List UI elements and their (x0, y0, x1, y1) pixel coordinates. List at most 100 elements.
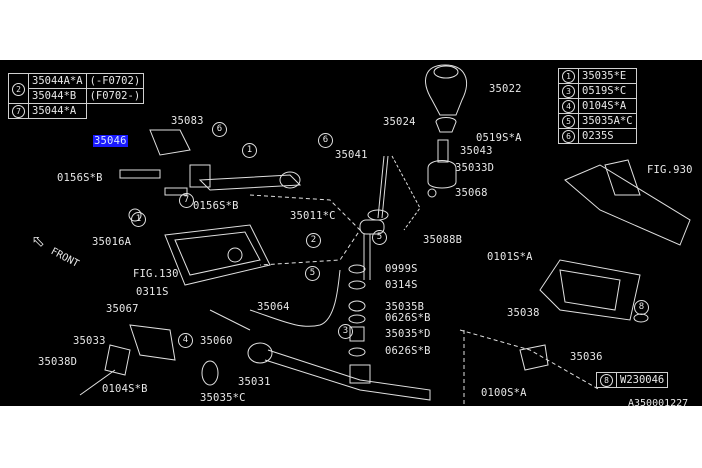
lower-bushing (201, 360, 219, 386)
part-label-0519S-A[interactable]: 0519S*A (476, 132, 522, 144)
fig-930-link[interactable]: FIG.930 (647, 164, 693, 176)
fig-130-link[interactable]: FIG.130 (133, 268, 179, 280)
part-label-35033D[interactable]: 35033D (455, 162, 495, 174)
shift-lever (377, 155, 385, 219)
part-label-35038D[interactable]: 35038D (38, 356, 78, 368)
part-label-35036[interactable]: 35036 (570, 351, 603, 363)
small-bracket (519, 344, 549, 371)
part-label-0156S-B[interactable]: 0156S*B (57, 172, 103, 184)
linkage-rod (198, 174, 302, 191)
legend-part[interactable]: 35035A*C (578, 113, 637, 129)
part-label-35022[interactable]: 35022 (489, 83, 522, 95)
legend-row: 2 35044A*A (-F0702) (8, 73, 145, 104)
knob-top (433, 65, 459, 79)
callout-3: 3 (338, 324, 353, 339)
part-label-35088B[interactable]: 35088B (423, 234, 463, 246)
part-label-0311S[interactable]: 0311S (136, 286, 169, 298)
part-label-35046-highlighted[interactable]: 35046 (93, 135, 128, 147)
part-label-0100S-A[interactable]: 0100S*A (481, 387, 527, 399)
base-plate (164, 224, 271, 286)
callout-6: 6 (318, 133, 333, 148)
legend-ref-cell: 8 (596, 372, 617, 388)
diagram-reference-code: A350001227 (628, 398, 689, 409)
callout-6: 6 (212, 122, 227, 137)
part-label-0101S-A[interactable]: 0101S*A (487, 251, 533, 263)
part-label-0104S-B[interactable]: 0104S*B (102, 383, 148, 395)
bushing (427, 160, 457, 189)
part-label-35083[interactable]: 35083 (171, 115, 204, 127)
callout-circle: 8 (600, 374, 613, 387)
part-label-35060[interactable]: 35060 (200, 335, 233, 347)
console-frame (539, 259, 641, 321)
callout-1: 1 (131, 212, 146, 227)
callout-8: 8 (634, 300, 649, 315)
shift-knob-shape (425, 64, 467, 116)
callout-circle: 5 (562, 115, 575, 128)
callout-circle: 2 (12, 82, 25, 96)
callout-7: 7 (179, 193, 194, 208)
legend-ref-cell: 7 (8, 103, 29, 119)
lower-rod (264, 349, 431, 401)
part-label-35033[interactable]: 35033 (73, 335, 106, 347)
legend-note: (F0702-) (85, 88, 145, 104)
part-label-35041[interactable]: 35041 (335, 149, 368, 161)
callout-5: 5 (372, 230, 387, 245)
legend-table-left: 2 35044A*A (-F0702) 35044*B (F0702-) 7 3… (8, 73, 145, 119)
legend-part[interactable]: 35044A*A (28, 73, 87, 89)
legend-ref-cell: 1 (558, 68, 579, 84)
legend-part[interactable]: 0104S*A (578, 98, 637, 114)
callout-circle: 4 (562, 100, 575, 113)
legend-part[interactable]: W230046 (615, 372, 669, 388)
callout-2: 2 (306, 233, 321, 248)
callout-4: 4 (178, 333, 193, 348)
legend-part[interactable]: 35044*B (28, 88, 87, 104)
part-label-35035-D[interactable]: 35035*D (385, 328, 431, 340)
part-label-35016A[interactable]: 35016A (92, 236, 132, 248)
legend-ref-cell: 6 (558, 128, 579, 144)
part-label-0626S-B-2[interactable]: 0626S*B (385, 345, 431, 357)
legend-row: 7 35044*A (8, 103, 144, 119)
legend-part[interactable]: 35035*E (578, 68, 637, 84)
parts-diagram: 2 35044A*A (-F0702) 35044*B (F0702-) 7 3… (0, 60, 702, 409)
callout-circle: 1 (562, 70, 575, 83)
part-label-35011-C[interactable]: 35011*C (290, 210, 336, 222)
legend-part[interactable]: 35044*A (28, 103, 87, 119)
part-label-35024[interactable]: 35024 (383, 116, 416, 128)
legend-note: (-F0702) (85, 73, 145, 89)
part-label-35035-C[interactable]: 35035*C (200, 392, 246, 404)
legend-ref-cell: 2 (8, 73, 29, 104)
part-label-0999S[interactable]: 0999S (385, 263, 418, 275)
part-label-0314S[interactable]: 0314S (385, 279, 418, 291)
part-label-35067[interactable]: 35067 (106, 303, 139, 315)
legend-row: 35044*B (F0702-) (9, 88, 145, 104)
knob-boot-ring (435, 117, 457, 133)
part-label-35035B[interactable]: 35035B (385, 301, 425, 313)
legend-ref-cell: 4 (558, 98, 579, 114)
legend-part[interactable]: 0235S (578, 128, 637, 144)
part-label-35068[interactable]: 35068 (455, 187, 488, 199)
part-label-35038[interactable]: 35038 (507, 307, 540, 319)
part-label-35043[interactable]: 35043 (460, 145, 493, 157)
part-label-0156S-B-2[interactable]: 0156S*B (193, 200, 239, 212)
part-label-35031[interactable]: 35031 (238, 376, 271, 388)
callout-circle: 3 (562, 85, 575, 98)
spring (437, 139, 449, 163)
callout-1: 1 (242, 143, 257, 158)
legend-part[interactable]: 0519S*C (578, 83, 637, 99)
legend-ref-cell: 3 (558, 83, 579, 99)
part-label-35064[interactable]: 35064 (257, 301, 290, 313)
diagram-drawing (79, 64, 691, 406)
part-label-0626S-B[interactable]: 0626S*B (385, 312, 431, 324)
shift-cable (249, 269, 341, 327)
lower-bracket (129, 324, 176, 361)
callout-5: 5 (305, 266, 320, 281)
callout-circle: 7 (12, 105, 25, 118)
